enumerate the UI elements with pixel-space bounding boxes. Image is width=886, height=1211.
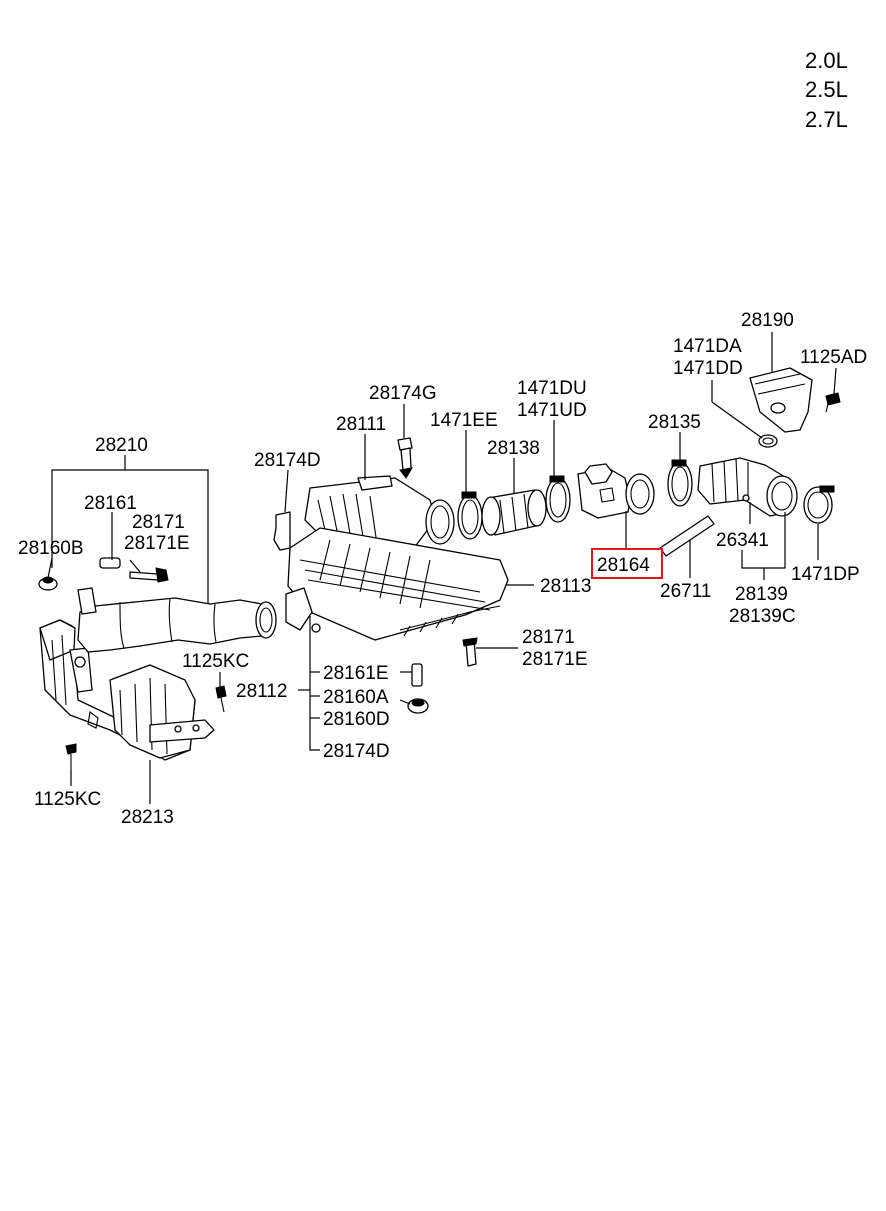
- label-1471DD[interactable]: 1471DD: [673, 358, 743, 379]
- bracket-28174D-top-drawing: [273, 511, 291, 551]
- label-28139[interactable]: 28139: [735, 584, 788, 605]
- label-28171-upper[interactable]: 28171: [132, 512, 185, 533]
- collar-28161E-drawing: [411, 663, 423, 687]
- resonator-cover-28190-drawing: [749, 367, 813, 448]
- label-28171-lower[interactable]: 28171: [522, 627, 575, 648]
- clamp-1471DP-drawing: [803, 485, 835, 524]
- engine-variant-2: 2.5L: [805, 77, 848, 102]
- label-1125KC-mid[interactable]: 1125KC: [182, 651, 249, 672]
- clamp-28135-drawing: [667, 459, 693, 507]
- label-1471DU[interactable]: 1471DU: [517, 378, 587, 399]
- parts-illustration: [38, 367, 841, 770]
- hose-28138-drawing: [481, 489, 547, 536]
- label-1471DA[interactable]: 1471DA: [673, 336, 742, 357]
- label-28112[interactable]: 28112: [236, 681, 287, 702]
- label-28138[interactable]: 28138: [487, 438, 540, 459]
- label-1471EE[interactable]: 1471EE: [430, 410, 498, 431]
- resonator-28213-drawing: [39, 619, 215, 761]
- label-28174D-top[interactable]: 28174D: [254, 450, 321, 471]
- breather-hose-26711-drawing: [659, 515, 715, 557]
- label-28171E-lower[interactable]: 28171E: [522, 649, 588, 670]
- label-28135[interactable]: 28135: [648, 412, 701, 433]
- label-28171E-upper[interactable]: 28171E: [124, 533, 190, 554]
- clamp-1471DU-drawing: [545, 475, 571, 523]
- label-28161E[interactable]: 28161E: [323, 663, 389, 684]
- label-28160D[interactable]: 28160D: [323, 709, 390, 730]
- bolt-1125KC-mid-drawing: [215, 685, 227, 713]
- bolt-28174G-drawing: [397, 437, 413, 479]
- bolt-28171-lower-drawing: [462, 637, 478, 667]
- label-28113[interactable]: 28113: [540, 576, 591, 597]
- part-labels: 28210 28161 28171 28171E 28160B 28174D 2…: [18, 310, 867, 828]
- bolt-1125KC-low-drawing: [65, 743, 77, 770]
- label-1125AD[interactable]: 1125AD: [800, 347, 867, 368]
- label-26341[interactable]: 26341: [716, 530, 769, 551]
- air-cleaner-body-28112-drawing: [285, 527, 509, 641]
- label-1471UD[interactable]: 1471UD: [517, 400, 587, 421]
- label-28190[interactable]: 28190: [741, 310, 794, 331]
- label-28213[interactable]: 28213: [121, 807, 174, 828]
- highlight-box-28164: [591, 548, 663, 579]
- label-28160A[interactable]: 28160A: [323, 687, 389, 708]
- label-28210[interactable]: 28210: [95, 435, 148, 456]
- label-28161[interactable]: 28161: [84, 493, 137, 514]
- grommet-28160A-drawing: [407, 698, 429, 714]
- label-26711[interactable]: 26711: [660, 581, 711, 602]
- label-28174G[interactable]: 28174G: [369, 383, 437, 404]
- engine-variant-3: 2.7L: [805, 107, 848, 132]
- sensor-housing-28164-drawing: [577, 463, 655, 519]
- label-28111[interactable]: 28111: [336, 414, 386, 435]
- grommet-28160B-drawing: [38, 576, 58, 591]
- label-1125KC-low[interactable]: 1125KC: [34, 789, 101, 810]
- label-28164[interactable]: 28164: [597, 555, 650, 576]
- engine-variant-1: 2.0L: [805, 48, 848, 73]
- label-28139C[interactable]: 28139C: [729, 606, 796, 627]
- screw-1125AD-drawing: [825, 392, 841, 413]
- clamp-1471EE-drawing: [457, 491, 483, 540]
- label-1471DP[interactable]: 1471DP: [791, 564, 860, 585]
- air-intake-hose-28139-drawing: [697, 457, 798, 517]
- label-28160B[interactable]: 28160B: [18, 538, 84, 559]
- collar-bolt-upper-drawing: [99, 557, 169, 583]
- intake-duct-28210-drawing: [77, 587, 277, 653]
- leader-lines: [47, 332, 837, 804]
- label-28174D-bottom[interactable]: 28174D: [323, 741, 390, 762]
- engine-variant-list: 2.0L 2.5L 2.7L: [805, 48, 848, 132]
